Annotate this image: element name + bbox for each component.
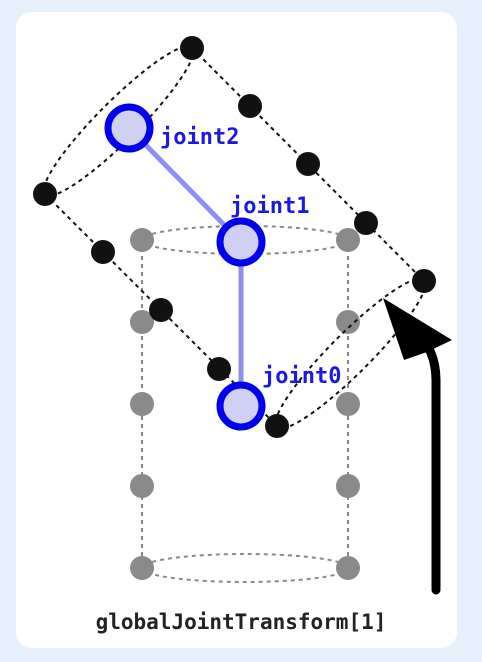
skinned-points xyxy=(33,36,436,438)
skin-point xyxy=(296,152,320,176)
joint1-label: joint1 xyxy=(230,194,309,219)
rest-point xyxy=(130,310,154,334)
rest-pose-points xyxy=(130,228,360,580)
bones xyxy=(126,125,244,409)
bone-joint1-joint2 xyxy=(126,125,244,245)
figure-caption: globalJointTransform[1] xyxy=(95,610,387,634)
joint2-marker xyxy=(104,103,154,153)
skin-point xyxy=(207,357,231,381)
rest-point xyxy=(130,474,154,498)
curved-arrow-icon xyxy=(383,298,452,595)
rest-point xyxy=(336,310,360,334)
joint1-marker xyxy=(216,217,266,267)
rest-point xyxy=(336,392,360,416)
skin-point xyxy=(180,36,204,60)
rest-point xyxy=(130,392,154,416)
joint0-marker xyxy=(216,381,266,431)
skin-point xyxy=(91,240,115,264)
skin-point xyxy=(149,298,173,322)
rest-bottom-ring xyxy=(141,553,349,583)
joint2-label: joint2 xyxy=(160,125,239,150)
skin-point xyxy=(354,211,378,235)
skin-point xyxy=(265,414,289,438)
rest-point xyxy=(130,228,154,252)
skin-point xyxy=(238,94,262,118)
rest-point xyxy=(336,228,360,252)
rest-point xyxy=(130,556,154,580)
skin-point xyxy=(412,269,436,293)
joints xyxy=(104,103,266,431)
rest-point xyxy=(336,556,360,580)
rest-point xyxy=(336,474,360,498)
diagram-panel xyxy=(16,12,457,648)
skin-point xyxy=(33,182,57,206)
skinned-right-edge xyxy=(191,47,425,282)
joint0-label: joint0 xyxy=(262,364,341,389)
